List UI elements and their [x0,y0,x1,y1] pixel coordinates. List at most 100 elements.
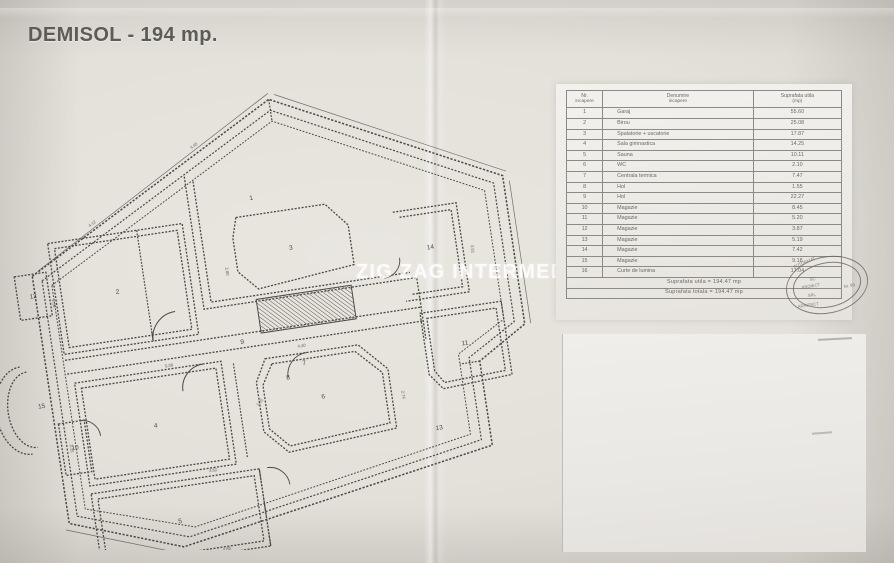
cell-nr: 15 [565,255,604,268]
table-total-row: Suprafata totala = 194.47 mp [566,287,842,300]
header-denumire: Denumire incapere [602,89,754,109]
cell-nr: 14 [565,245,604,257]
svg-text:3.15: 3.15 [69,444,75,453]
cell-nr: 7 [565,171,604,183]
cell-denumire: Hol [602,192,754,204]
cell-denumire: Centrala termica [602,171,754,183]
table-total-row: Suprafata utila = 194.47 mp [566,277,842,289]
cell-nr: 9 [565,192,604,204]
cell-suprafata: 55.60 [752,107,843,120]
room-label-1: 1 [249,195,254,203]
header-sup-line1: Suprafata utila [780,93,815,99]
room-label-2: 2 [115,289,120,297]
cell-suprafata: 5.19 [752,234,843,247]
header-nr-line2: incapere [575,99,594,105]
room-label-6: 6 [321,393,326,401]
cell-suprafata: 2.10 [752,160,843,173]
svg-text:2.74: 2.74 [400,390,406,399]
cell-denumire: Spalatorie + uscatorie [602,128,754,141]
page-title: DEMISOL - 194 mp. [28,24,218,46]
cell-denumire: Magazie [602,202,754,215]
svg-text:3.51: 3.51 [470,245,476,254]
cell-nr: 16 [565,266,604,278]
cell-nr: 11 [565,213,604,225]
room-label-10: 10 [71,444,80,452]
room-label-11: 11 [461,340,469,348]
cell-nr: 5 [565,149,604,162]
room-label-8: 8 [286,374,291,382]
cell-nr: 8 [565,181,604,194]
room-label-7: 7 [302,360,307,368]
cell-suprafata: 1.55 [752,181,843,194]
header-nr-line1: Nr. [581,93,588,99]
cell-denumire: Birou [602,118,754,130]
room-label-5: 5 [178,518,183,526]
cell-denumire: Sauna [602,149,754,162]
room-label-14: 14 [426,244,435,252]
svg-text:1.55: 1.55 [255,397,265,407]
sheet-mark-2 [811,431,833,435]
floor-plan-drawing: 3.45 4.12 5.08 4.40 3.62 4.85 2.30 3.15 … [0,60,560,550]
sheet-mark-1 [817,337,853,341]
cell-nr: 13 [565,234,604,247]
cell-denumire: Magazie [602,213,754,225]
blank-lower-sheet [562,334,866,552]
cell-nr: 2 [565,118,604,130]
cell-denumire: Hol [602,181,754,194]
svg-text:2.86: 2.86 [224,267,230,276]
room-label-4: 4 [153,422,158,430]
cell-denumire: Magazie [602,224,754,236]
cell-suprafata: 7.42 [752,245,843,257]
cell-nr: 4 [565,139,604,151]
room-schedule-panel: Nr. incapere Denumire incapere Suprafata… [556,84,852,320]
cell-denumire: Magazie [602,234,754,247]
cell-total: Suprafata utila = 194.47 mp [566,277,842,289]
cell-total: Suprafata totala = 194.47 mp [566,287,842,300]
cell-suprafata: 8.45 [752,202,843,215]
room-label-15: 15 [38,403,47,411]
cell-nr: 10 [565,202,604,215]
cell-denumire: Magazie [602,245,754,257]
header-nr: Nr. incapere [565,89,604,109]
header-den-line1: Denumire [666,93,690,99]
room-label-13: 13 [435,424,444,432]
cell-nr: 6 [565,160,604,173]
cell-denumire: Magazie [602,255,754,268]
svg-text:4.12: 4.12 [87,219,97,228]
header-den-line2: incapere [668,99,688,105]
cell-denumire: Garaj [602,107,754,120]
svg-text:4.40: 4.40 [297,343,306,349]
cell-nr: 3 [565,128,604,141]
cell-suprafata: 10.11 [752,149,843,162]
cell-suprafata: 17.04 [752,266,843,278]
room-label-12: 12 [29,293,38,301]
cell-denumire: WC [602,160,754,173]
header-suprafata: Suprafata utila (mp) [752,89,843,109]
svg-text:5.08: 5.08 [165,362,174,368]
svg-text:3.62: 3.62 [209,467,218,473]
cell-suprafata: 17.87 [752,128,843,141]
svg-text:2.30: 2.30 [51,299,57,308]
header-sup-line2: (mp) [792,99,803,105]
cell-nr: 1 [565,107,604,120]
room-label-3: 3 [289,244,294,252]
cell-denumire: Curte de lumina [602,266,754,278]
cell-suprafata: 9.18 [752,255,843,268]
